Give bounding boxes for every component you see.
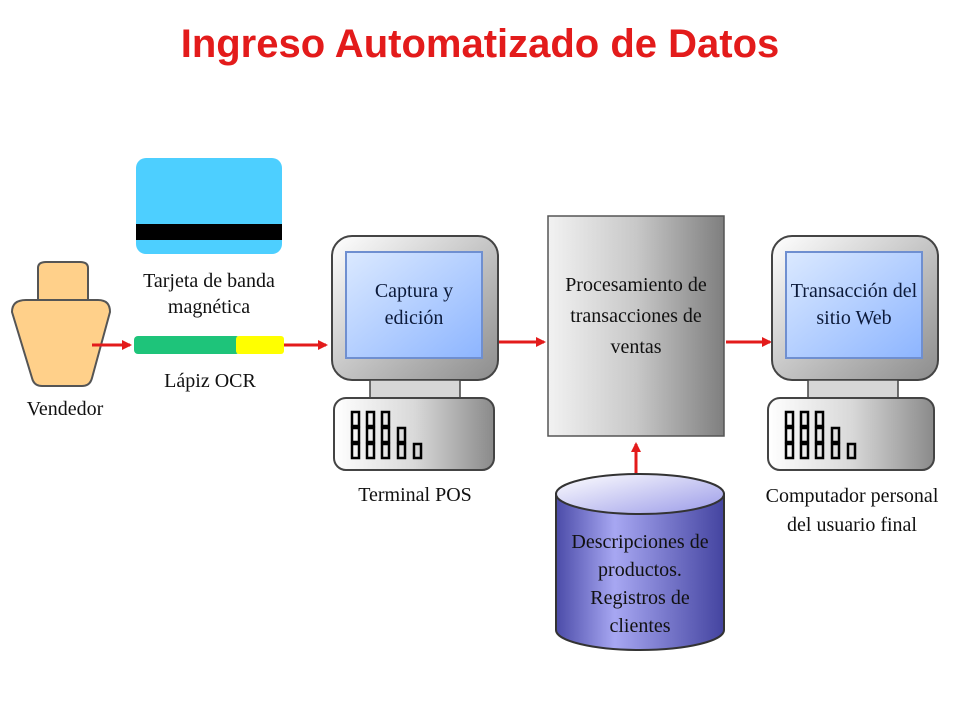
label-computador: Computador personal del usuario final	[765, 485, 939, 536]
keyboard-icon	[784, 410, 857, 460]
label-procesamiento: Procesamiento de transacciones de ventas	[565, 274, 707, 358]
page-title: Ingreso Automatizado de Datos	[180, 22, 780, 66]
database-cylinder-icon	[555, 473, 725, 651]
label-descripciones: Descripciones de productos. Registros de…	[571, 531, 709, 637]
computer-icon	[767, 235, 939, 471]
person-icon	[10, 261, 112, 387]
label-vendedor: Vendedor	[26, 398, 104, 420]
screen-transaccion: Transacción del sitio Web	[790, 280, 918, 329]
label-tarjeta: Tarjeta de banda magnética	[143, 270, 275, 318]
magnetic-card-icon	[136, 158, 282, 254]
keyboard-icon	[350, 410, 423, 460]
screen-captura: Captura y edición	[374, 280, 454, 329]
ocr-pen-icon	[134, 336, 284, 354]
label-terminal: Terminal POS	[358, 484, 472, 506]
processing-box	[547, 215, 725, 437]
label-lapiz: Lápiz OCR	[164, 370, 256, 392]
